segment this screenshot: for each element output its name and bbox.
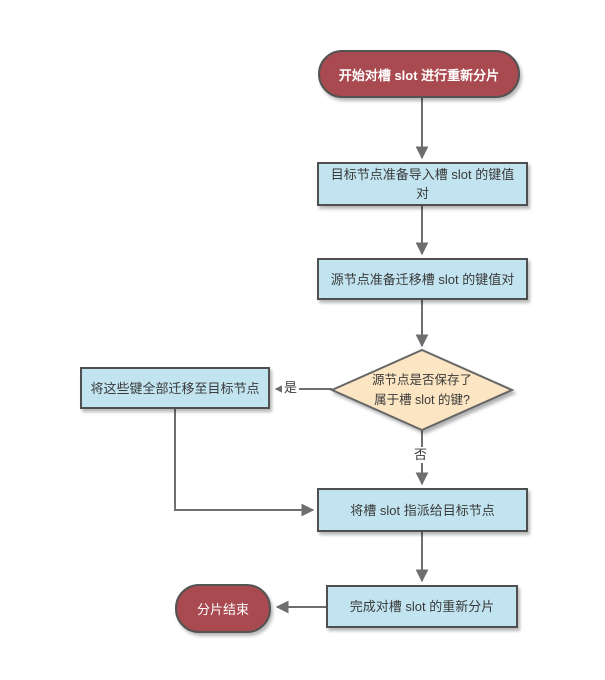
process-assign-slot: 将槽 slot 指派给目标节点 <box>317 488 528 532</box>
process-finish-reshard: 完成对槽 slot 的重新分片 <box>326 585 518 628</box>
process-prepare-migrate: 源节点准备迁移槽 slot 的键值对 <box>317 258 528 300</box>
process-prepare-import: 目标节点准备导入槽 slot 的键值对 <box>317 162 528 206</box>
decision-node-label: 源节点是否保存了 属于槽 slot 的键? <box>371 373 472 407</box>
edge-label-yes: 是 <box>282 380 300 396</box>
edge-label-no: 否 <box>412 447 430 463</box>
edge-migrate-keys-to-assign <box>174 408 315 517</box>
end-node: 分片结束 <box>175 584 271 633</box>
process-migrate-keys: 将这些键全部迁移至目标节点 <box>80 367 270 409</box>
start-node: 开始对槽 slot 进行重新分片 <box>318 50 520 98</box>
decision-diamond <box>329 348 515 432</box>
